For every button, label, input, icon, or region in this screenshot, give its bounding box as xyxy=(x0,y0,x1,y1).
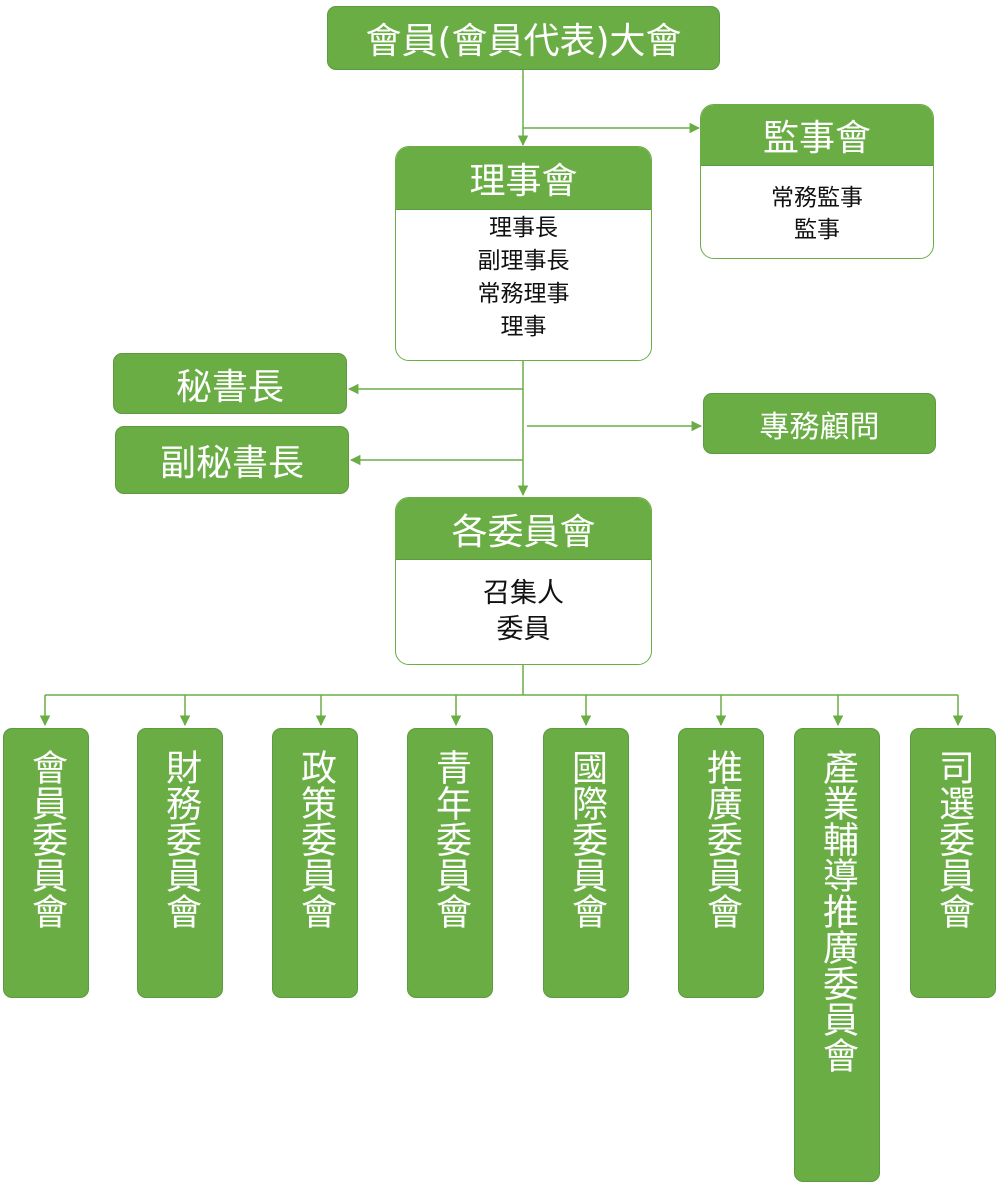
committee-box-industry-guidance: 產業輔導推廣委員會 xyxy=(794,728,880,1182)
advisor-label: 專務顧問 xyxy=(759,409,880,445)
board-role: 副理事長 xyxy=(477,248,570,274)
committee-label: 國際委員會 xyxy=(566,749,607,929)
board-title-bar: 理事會 xyxy=(396,147,651,210)
advisor-box: 專務顧問 xyxy=(703,393,936,454)
supervisors-title-bar: 監事會 xyxy=(701,105,933,166)
board-card: 理事會 理事長 副理事長 常務理事 理事 xyxy=(395,146,652,361)
deputy-secretary-general-box: 副秘書長 xyxy=(115,426,349,494)
committee-box-youth: 青年委員會 xyxy=(407,728,493,998)
board-role: 理事長 xyxy=(489,215,558,241)
committee-label: 推廣委員會 xyxy=(701,749,742,929)
board-role: 常務理事 xyxy=(477,281,570,307)
committees-role: 委員 xyxy=(496,614,551,645)
committees-card: 各委員會 召集人 委員 xyxy=(395,497,652,665)
assembly-box: 會員(會員代表)大會 xyxy=(327,6,720,70)
board-title: 理事會 xyxy=(469,161,578,202)
supervisors-title: 監事會 xyxy=(762,118,871,159)
assembly-label: 會員(會員代表)大會 xyxy=(365,21,682,62)
committees-role: 召集人 xyxy=(483,578,564,609)
committee-box-international: 國際委員會 xyxy=(543,728,629,998)
secretary-general-box: 秘書長 xyxy=(113,353,347,414)
committee-box-member: 會員委員會 xyxy=(3,728,89,998)
board-roles: 理事長 副理事長 常務理事 理事 xyxy=(396,210,651,360)
committee-label: 會員委員會 xyxy=(26,749,67,929)
committee-box-election: 司選委員會 xyxy=(910,728,996,998)
committee-label: 財務委員會 xyxy=(160,749,201,929)
committee-label: 產業輔導推廣委員會 xyxy=(817,749,858,1073)
committee-box-finance: 財務委員會 xyxy=(137,728,223,998)
supervisors-role: 常務監事 xyxy=(771,185,863,211)
committees-title: 各委員會 xyxy=(451,511,596,553)
committees-title-bar: 各委員會 xyxy=(396,498,651,560)
supervisors-roles: 常務監事 監事 xyxy=(701,166,933,258)
committees-roles: 召集人 委員 xyxy=(396,560,651,664)
deputy-secretary-general-label: 副秘書長 xyxy=(159,443,304,484)
committee-box-policy: 政策委員會 xyxy=(272,728,358,998)
committee-label: 司選委員會 xyxy=(933,749,974,929)
committee-label: 政策委員會 xyxy=(295,749,336,929)
supervisors-role: 監事 xyxy=(794,217,840,243)
secretary-general-label: 秘書長 xyxy=(175,366,284,408)
committee-label: 青年委員會 xyxy=(430,749,471,929)
supervisors-card: 監事會 常務監事 監事 xyxy=(700,104,934,259)
board-role: 理事 xyxy=(500,314,547,340)
committee-box-promotion: 推廣委員會 xyxy=(678,728,764,998)
